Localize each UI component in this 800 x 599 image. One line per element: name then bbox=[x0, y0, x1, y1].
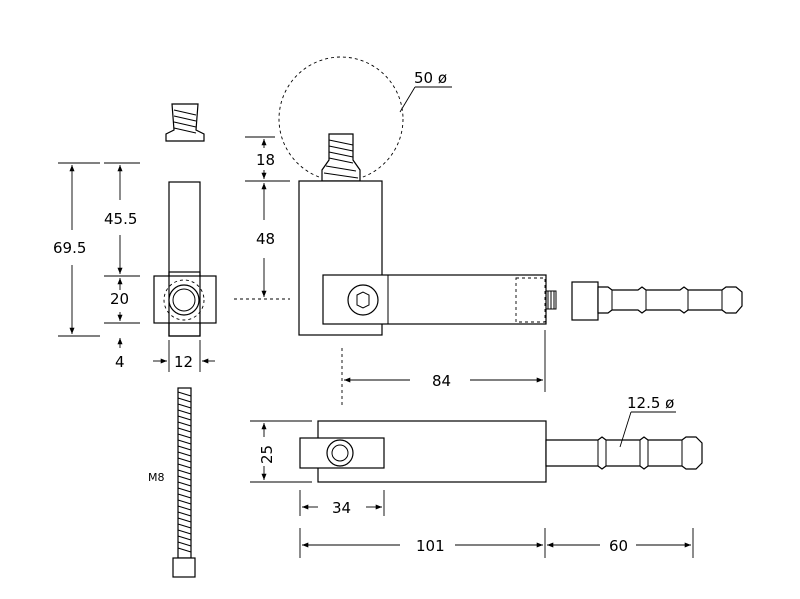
threaded-insert-detail bbox=[321, 133, 361, 182]
dim-4: 4 bbox=[115, 353, 125, 371]
bolt-label: M8 bbox=[148, 471, 165, 484]
dim-101: 101 bbox=[416, 537, 445, 555]
threaded-insert-side bbox=[165, 103, 205, 142]
dim-12: 12 bbox=[174, 353, 193, 371]
dim-69-5: 69.5 bbox=[53, 239, 86, 257]
front-view: 50 ø 18 48 84 bbox=[245, 56, 743, 408]
m8-bolt bbox=[172, 387, 196, 578]
dim-25: 25 bbox=[258, 445, 276, 464]
top-view: 12.5 ø 25 34 101 60 bbox=[250, 394, 703, 558]
dim-12-5-dia: 12.5 ø bbox=[627, 394, 674, 412]
dim-50-dia: 50 ø bbox=[414, 69, 447, 87]
dim-45-5: 45.5 bbox=[104, 210, 137, 228]
dim-48: 48 bbox=[256, 230, 275, 248]
dim-18: 18 bbox=[256, 151, 275, 169]
dim-60: 60 bbox=[609, 537, 628, 555]
pin-front bbox=[571, 281, 743, 321]
dim-34: 34 bbox=[332, 499, 351, 517]
dim-84: 84 bbox=[432, 372, 451, 390]
dim-20: 20 bbox=[110, 290, 129, 308]
side-view: 69.5 45.5 20 4 12 M8 bbox=[53, 103, 290, 578]
